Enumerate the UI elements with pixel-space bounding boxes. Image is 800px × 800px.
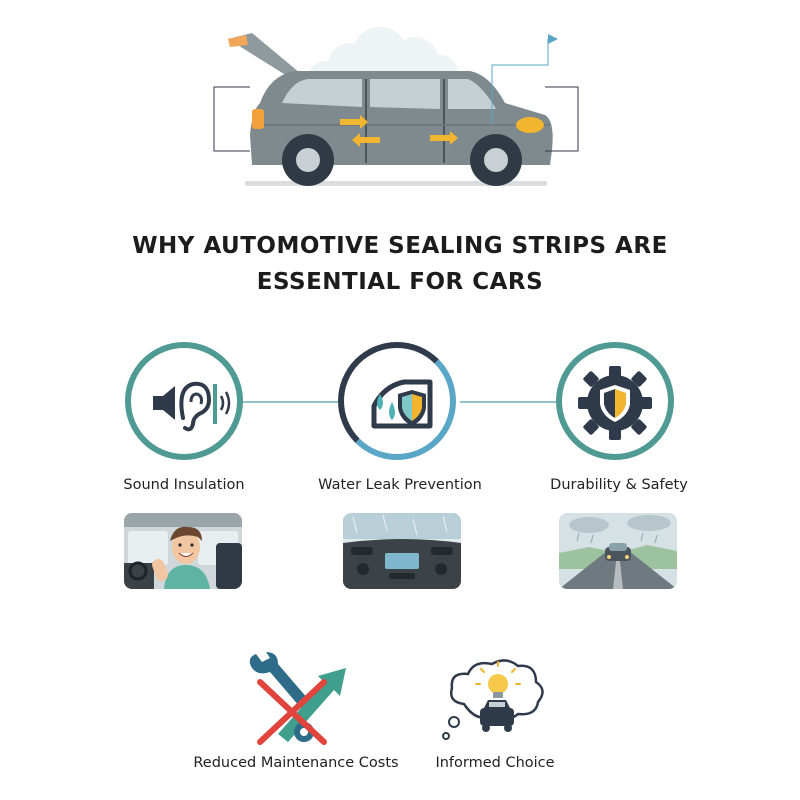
connector-line-1 xyxy=(243,401,338,403)
idea-car-icon xyxy=(442,659,544,740)
water-shield-icon xyxy=(371,379,433,429)
car-body xyxy=(250,71,553,186)
callout-arrow-icon xyxy=(548,34,558,44)
photo-dashboard xyxy=(343,513,461,589)
photo-road-rain xyxy=(559,513,677,589)
title-line-1: WHY AUTOMOTIVE SEALING STRIPS ARE xyxy=(132,233,668,259)
wrench-crossed-icon xyxy=(249,652,346,745)
feature-label-sound: Sound Insulation xyxy=(123,477,245,493)
photo-driver xyxy=(124,513,242,589)
gear-shield-icon xyxy=(578,366,652,440)
bottom-label-informed-choice: Informed Choice xyxy=(435,755,555,771)
feature-circle-water xyxy=(338,342,456,460)
open-tailgate xyxy=(228,33,300,79)
feature-label-water: Water Leak Prevention xyxy=(318,477,482,493)
feature-label-durability: Durability & Safety xyxy=(550,477,688,493)
bottom-label-maintenance: Reduced Maintenance Costs xyxy=(193,755,399,771)
title-line-2: ESSENTIAL FOR CARS xyxy=(256,269,544,295)
page-title: WHY AUTOMOTIVE SEALING STRIPS ARE ESSENT… xyxy=(0,228,800,300)
feature-circle-sound xyxy=(125,342,243,460)
car-illustration xyxy=(213,27,579,186)
ear-sound-icon xyxy=(153,381,231,432)
connector-line-2 xyxy=(460,401,556,403)
feature-circle-durability xyxy=(556,342,674,460)
